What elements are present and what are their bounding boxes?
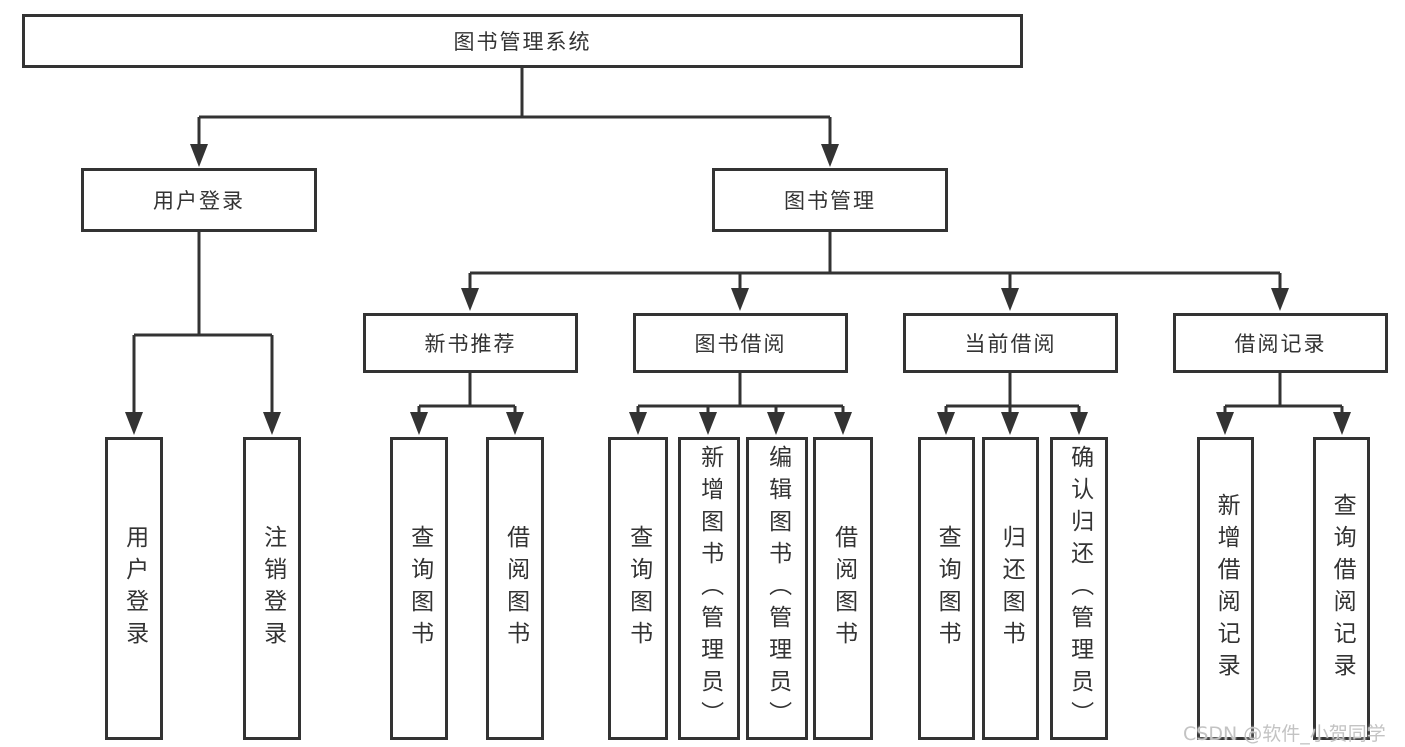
csdn-watermark: CSDN @软件_小贺同学 (1183, 723, 1386, 745)
leaf-add-book-admin: 新增图书（管理员） (678, 437, 740, 740)
leaf-edit-book-admin: 编辑图书（管理员） (746, 437, 808, 740)
leaf-logout: 注销登录 (243, 437, 301, 740)
leaf-confirm-return-admin-label: 确认归还（管理员） (1066, 444, 1093, 733)
node-root-system: 图书管理系统 (22, 14, 1023, 68)
leaf-borrow-book-recommend-label: 借阅图书 (502, 524, 529, 653)
connector-book-borrow-to-leaves (629, 373, 852, 435)
leaf-user-login-label: 用户登录 (121, 524, 148, 653)
node-book-management-label: 图书管理 (784, 189, 876, 213)
node-book-management: 图书管理 (712, 168, 948, 232)
leaf-add-borrow-record: 新增借阅记录 (1197, 437, 1254, 740)
connector-book-mgmt-to-level3 (461, 232, 1289, 311)
leaf-return-book-label: 归还图书 (998, 524, 1025, 653)
connector-user-login-to-leaves (125, 232, 281, 435)
leaf-logout-label: 注销登录 (259, 524, 286, 653)
connector-borrow-records-to-leaves (1216, 373, 1351, 435)
leaf-query-book-current: 查询图书 (918, 437, 975, 740)
node-current-borrow-label: 当前借阅 (964, 332, 1057, 356)
leaf-query-book-borrow: 查询图书 (608, 437, 668, 740)
leaf-query-book-borrow-label: 查询图书 (625, 524, 652, 653)
node-book-borrow: 图书借阅 (633, 313, 848, 373)
leaf-add-book-admin-label: 新增图书（管理员） (696, 444, 723, 733)
leaf-borrow-book-label: 借阅图书 (830, 524, 857, 653)
node-user-login: 用户登录 (81, 168, 317, 232)
leaf-query-borrow-record: 查询借阅记录 (1313, 437, 1370, 740)
connector-current-borrow-to-leaves (937, 373, 1088, 435)
leaf-confirm-return-admin: 确认归还（管理员） (1050, 437, 1108, 740)
leaf-borrow-book-recommend: 借阅图书 (486, 437, 544, 740)
node-borrow-records-label: 借阅记录 (1234, 332, 1327, 356)
node-book-borrow-label: 图书借阅 (694, 332, 787, 356)
leaf-add-borrow-record-label: 新增借阅记录 (1213, 492, 1240, 685)
connector-new-book-rec-to-leaves (410, 373, 524, 435)
leaf-query-book-recommend-label: 查询图书 (406, 524, 433, 653)
leaf-query-book-current-label: 查询图书 (934, 524, 961, 653)
node-root-system-label: 图书管理系统 (453, 30, 592, 54)
leaf-return-book: 归还图书 (982, 437, 1039, 740)
node-current-borrow: 当前借阅 (903, 313, 1118, 373)
leaf-query-book-recommend: 查询图书 (390, 437, 448, 740)
leaf-borrow-book: 借阅图书 (813, 437, 873, 740)
node-user-login-label: 用户登录 (153, 189, 245, 213)
node-borrow-records: 借阅记录 (1173, 313, 1388, 373)
node-new-book-recommend-label: 新书推荐 (424, 332, 517, 356)
leaf-user-login: 用户登录 (105, 437, 163, 740)
node-new-book-recommend: 新书推荐 (363, 313, 578, 373)
connector-root-to-level2 (190, 68, 839, 167)
leaf-query-borrow-record-label: 查询借阅记录 (1329, 492, 1356, 685)
leaf-edit-book-admin-label: 编辑图书（管理员） (764, 444, 791, 733)
